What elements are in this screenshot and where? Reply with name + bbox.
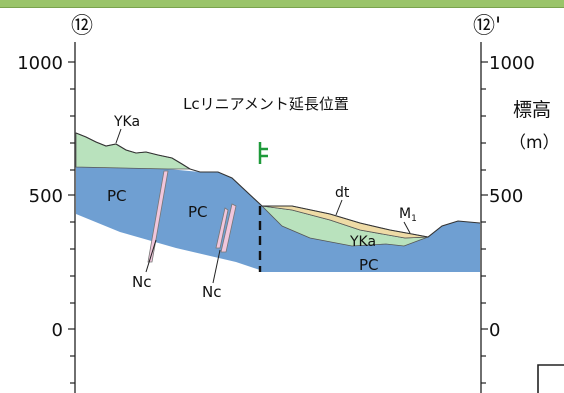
left-tick-500: 500 bbox=[29, 186, 63, 207]
label-m1-sub: 1 bbox=[411, 214, 417, 224]
right-tick-1000: 1000 bbox=[489, 53, 535, 74]
yka-left-layer bbox=[75, 132, 192, 170]
section-marker-right: ⑫' bbox=[473, 14, 501, 39]
label-nc-mid: Nc bbox=[202, 283, 221, 301]
nc-dike-mid-2 bbox=[220, 203, 237, 253]
right-tick-0: 0 bbox=[489, 320, 500, 341]
corner-frame bbox=[537, 364, 564, 393]
section-marker-left: ⑫ bbox=[71, 14, 93, 39]
lineament-label: Lcリニアメント延長位置 bbox=[183, 95, 349, 113]
left-tick-0: 0 bbox=[52, 320, 63, 341]
label-nc-left: Nc bbox=[132, 273, 151, 291]
top-header-bar bbox=[0, 0, 564, 7]
elevation-label: 標高 bbox=[513, 99, 551, 121]
label-yka-left: YKa bbox=[113, 114, 140, 130]
terrain-profile bbox=[75, 132, 481, 238]
label-dt: dt bbox=[335, 185, 350, 201]
label-yka-right: YKa bbox=[349, 234, 376, 250]
label-m1-main: M bbox=[399, 206, 411, 222]
elevation-unit: （m） bbox=[509, 133, 560, 153]
label-pc-right: PC bbox=[359, 256, 379, 274]
leader-lines bbox=[115, 128, 411, 284]
left-axis-ticks bbox=[68, 61, 75, 384]
nc-dike-mid-1 bbox=[215, 207, 229, 249]
top-header-rule bbox=[0, 7, 564, 8]
label-pc-mid: PC bbox=[188, 203, 208, 221]
label-m1: M1 bbox=[399, 206, 417, 224]
left-tick-1000: 1000 bbox=[17, 53, 63, 74]
label-pc-left: PC bbox=[107, 187, 127, 205]
right-axis-ticks bbox=[481, 61, 488, 384]
lineament-marker-icon bbox=[258, 142, 268, 164]
nc-dike-left bbox=[147, 170, 169, 263]
right-tick-500: 500 bbox=[489, 186, 523, 207]
